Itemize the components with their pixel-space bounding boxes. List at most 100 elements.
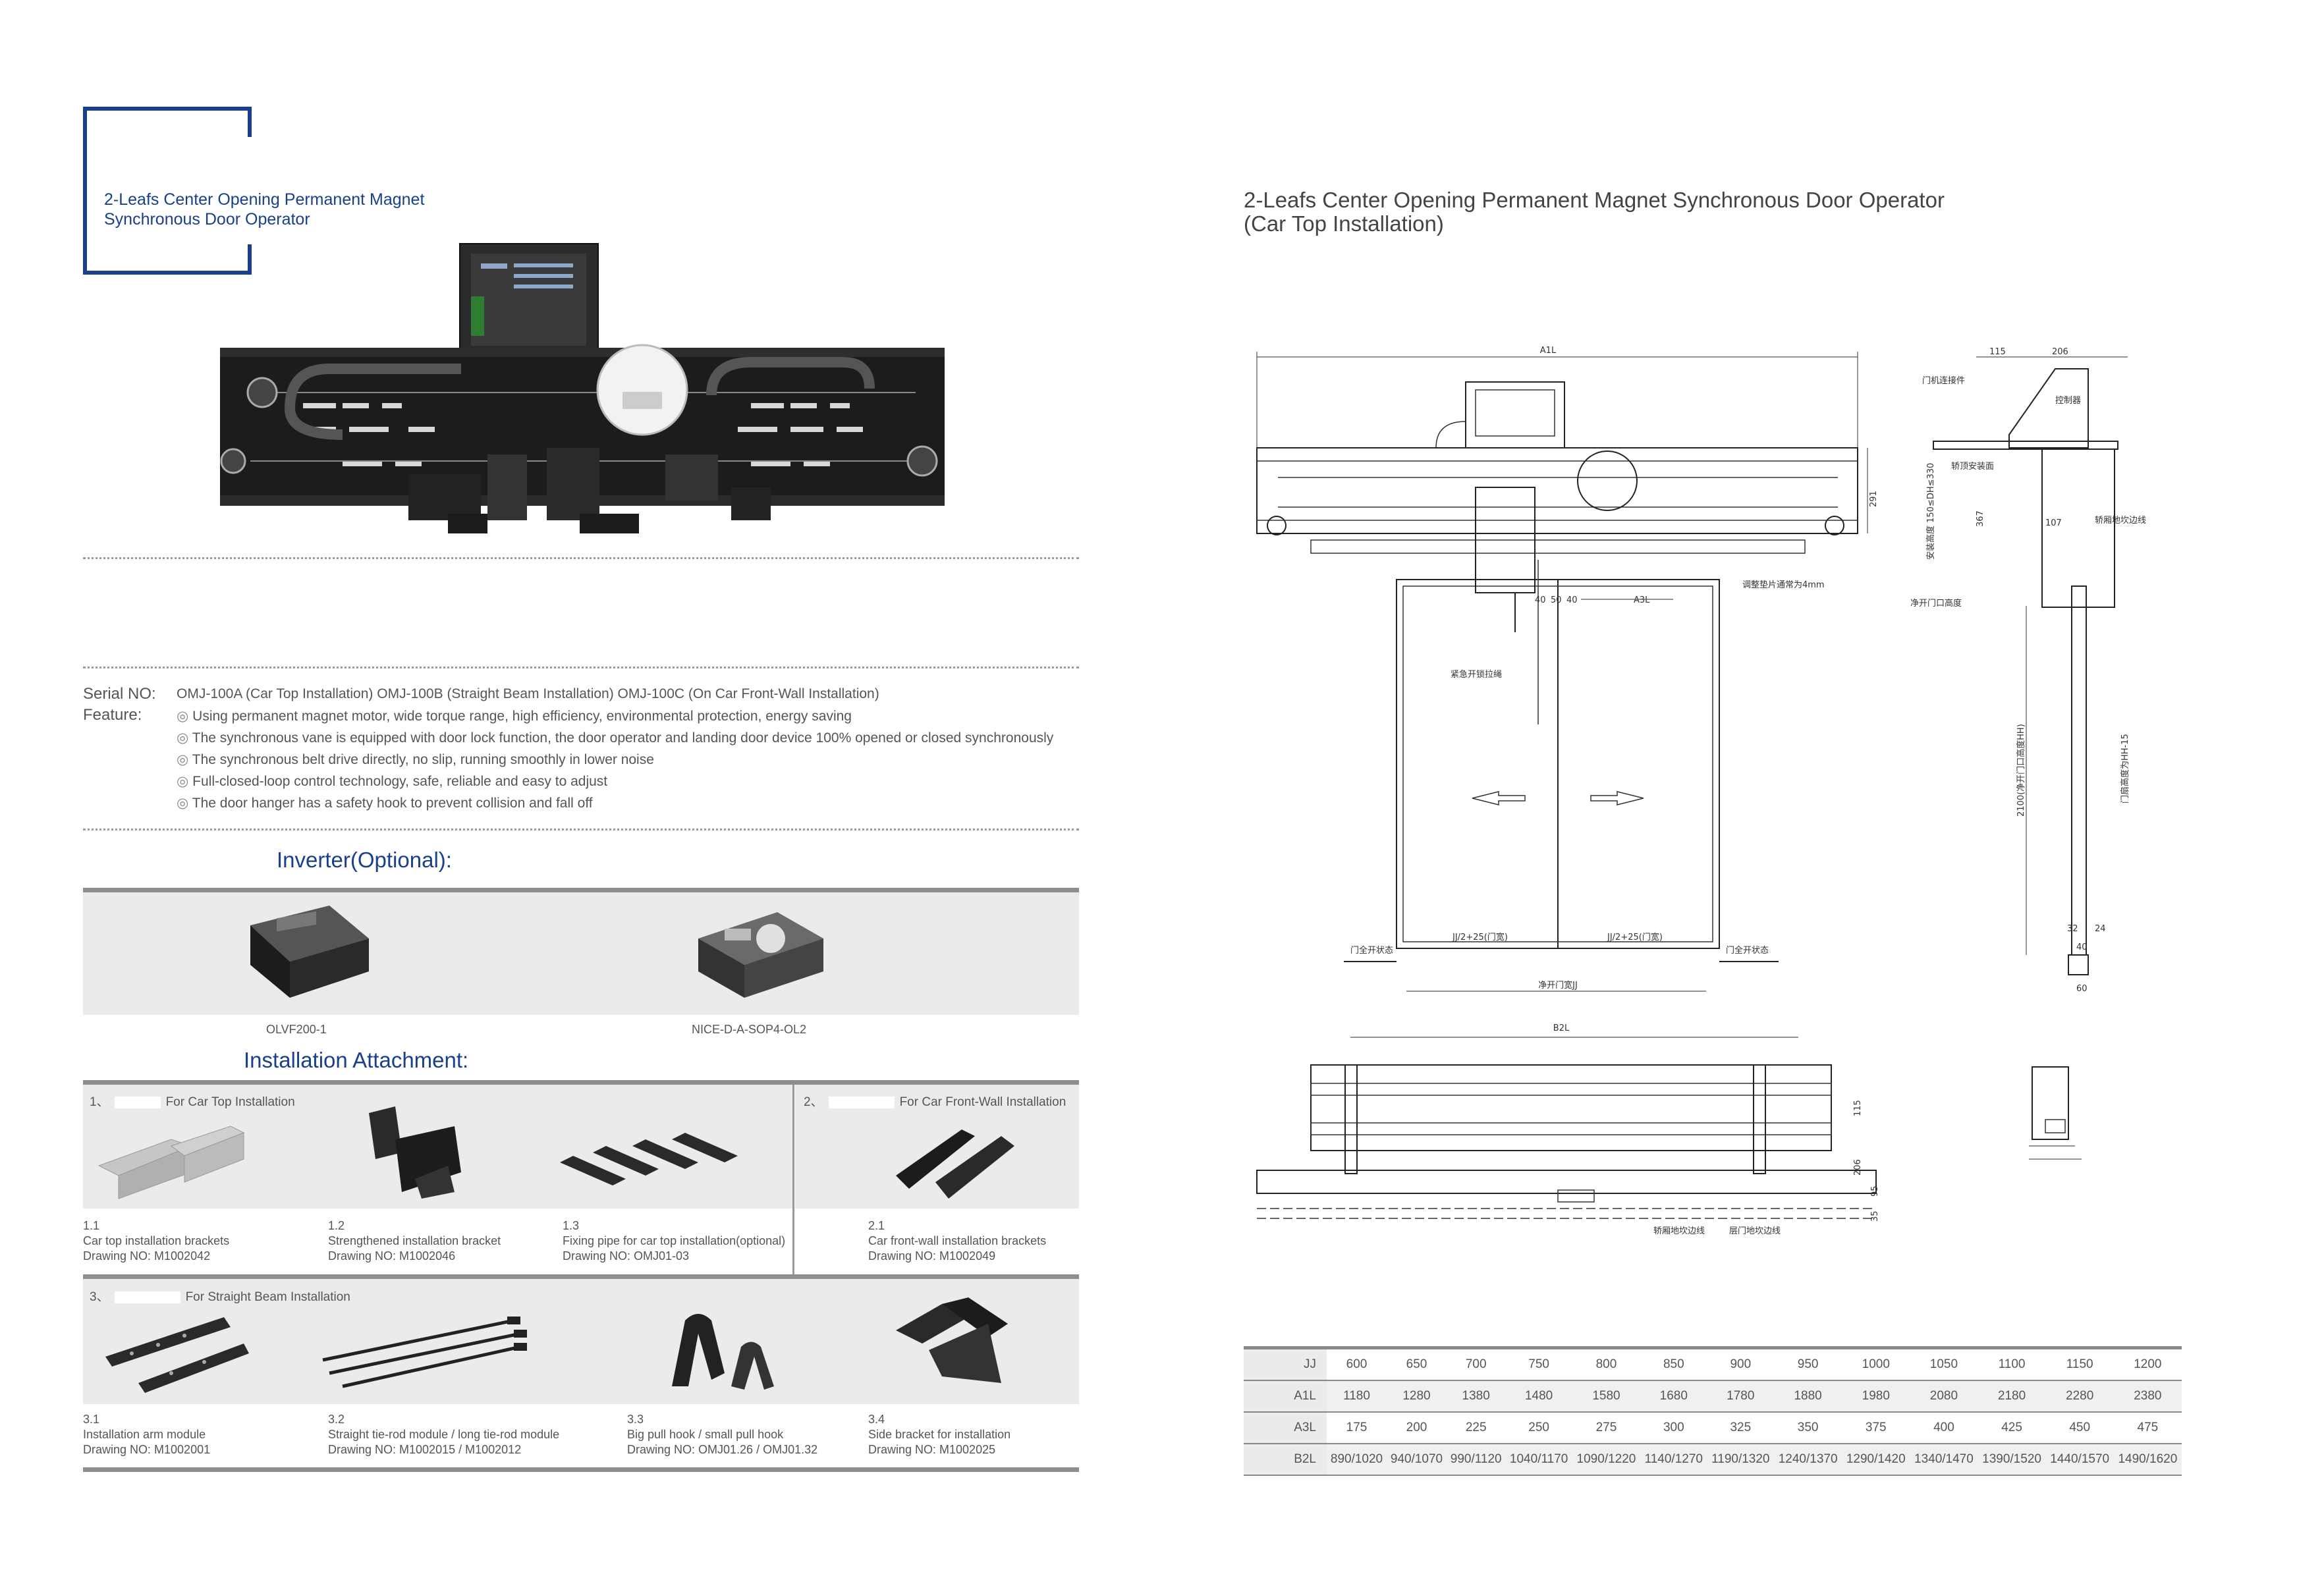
table-cell: 275 [1572,1412,1641,1444]
table-cell: 325 [1707,1412,1775,1444]
item-3-3-image [672,1314,774,1390]
dim-367: 367 [1976,510,1985,527]
car-bracket-label: 门机连接件 [1922,375,1965,386]
table-cell: 225 [1447,1412,1506,1444]
bullet-icon: ◎ [177,796,192,811]
caption-line: 3.3 [627,1413,644,1426]
feature-item: ◎ The door hanger has a safety hook to p… [177,795,593,811]
row-label: JJ [1244,1346,1327,1381]
group1-number: 1、 [90,1095,109,1109]
row-label: B2L [1244,1444,1327,1476]
table-cell: 250 [1505,1412,1572,1444]
group2-title: For Car Front-Wall Installation [899,1095,1066,1109]
serial-label: Serial NO: [83,685,156,703]
table-cell: 2180 [1978,1380,2046,1413]
table-cell: 475 [2113,1412,2182,1444]
table-cell: 750 [1505,1346,1572,1381]
table-cell: 400 [1910,1412,1978,1444]
table-cell: 700 [1447,1346,1506,1381]
row-label: A3L [1244,1412,1327,1444]
table-cell: 2080 [1910,1380,1978,1413]
table-cell: 940/1070 [1387,1444,1447,1476]
feature-item: ◎ The synchronous belt drive directly, n… [177,751,654,768]
controller-label: 控制器 [2055,396,2081,406]
dim-a3l: A3L [1634,595,1650,605]
feature-text: The synchronous belt drive directly, no … [192,752,654,767]
table-cell: 1240/1370 [1774,1444,1842,1476]
dim-40: 40 [1535,595,1546,605]
table-cell: 1490/1620 [2113,1444,2182,1476]
dim-32: 32 [2067,924,2078,934]
dim-40: 40 [2076,942,2088,952]
group3-header: 3、For Straight Beam Installation [90,1287,350,1305]
inverter-panel [83,892,1079,1015]
table-cell: 1390/1520 [1978,1444,2046,1476]
gap-note: 调整垫片通常为4mm [1742,580,1825,590]
item-3-4-image [896,1297,1008,1383]
caption-line: Fixing pipe for car top installation(opt… [563,1234,786,1247]
table-cell: 1480 [1505,1380,1572,1413]
group2-header: 2、For Car Front-Wall Installation [804,1092,1066,1110]
inverter-caption: NICE-D-A-SOP4-OL2 [692,1023,807,1036]
caption-line: Car front-wall installation brackets [868,1234,1047,1247]
table-cell: 1340/1470 [1910,1444,1978,1476]
dim-35: 35 [1870,1210,1880,1222]
group1-title: For Car Top Installation [165,1095,295,1109]
inverter-olvf200-image [250,906,369,998]
caption-line: 3.2 [328,1413,345,1426]
caption-line: Drawing NO: M1002025 [868,1443,996,1456]
feature-label: Feature: [83,706,142,724]
dotted-divider [83,666,1079,668]
dim-a1l: A1L [1540,346,1557,356]
caption-line: Drawing NO: M1002049 [868,1249,996,1263]
table-cell: 1140/1270 [1640,1444,1707,1476]
group-divider [792,1085,794,1276]
car-sill-label: 轿厢地坎边线 [1653,1226,1705,1236]
side-view-drawing: 115 206 门机连接件 控制器 轿顶安装面 107 轿厢地坎边线 净开门口高… [1910,347,2146,994]
item-1-3-image [560,1133,738,1185]
table-cell: 425 [1978,1412,2046,1444]
right-title: 2-Leafs Center Opening Permanent Magnet … [1244,188,1945,236]
door-open-left: 门全开状态 [1350,945,1393,956]
door-height-label: 门扇高度为HH-15 [2120,734,2130,803]
caption-line: Car top installation brackets [83,1234,230,1247]
door-open-right: 门全开状态 [1726,945,1769,956]
item-3-1-image [105,1317,249,1393]
table-cell: 1780 [1707,1380,1775,1413]
caption-line: Installation arm module [83,1428,206,1441]
inverter-nice-image [698,912,823,998]
caption-line: Straight tie-rod module / long tie-rod m… [328,1428,560,1441]
attachment-title: Installation Attachment: [244,1048,469,1072]
table-cell: 1040/1170 [1505,1444,1572,1476]
caption-line: 2.1 [868,1219,885,1232]
inverter-caption: OLVF200-1 [266,1023,327,1036]
bullet-icon: ◎ [177,752,192,767]
table-cell: 1880 [1774,1380,1842,1413]
right-title-line1: 2-Leafs Center Opening Permanent Magnet … [1244,188,1945,212]
sill-mount-label: 轿顶安装面 [1951,462,1994,472]
table-cell: 950 [1774,1346,1842,1381]
header-title: 2-Leafs Center Opening Permanent Magnet … [104,190,424,229]
table-cell: 1000 [1842,1346,1910,1381]
feature-item: ◎ Using permanent magnet motor, wide tor… [177,708,852,724]
bullet-icon: ◎ [177,774,193,789]
dim-60: 60 [2076,984,2088,994]
gray-rule [83,888,1079,892]
table-cell: 850 [1640,1346,1707,1381]
sill-section-detail [2029,1066,2082,1160]
table-cell: 1440/1570 [2045,1444,2114,1476]
dim-206: 206 [1853,1159,1863,1176]
caption-line: Side bracket for installation [868,1428,1011,1441]
dim-jj-half-right: JJ/2+25(门宽) [1607,932,1663,942]
dim-291: 291 [1869,491,1879,507]
inverter-title: Inverter(Optional): [277,848,452,872]
table-cell: 1090/1220 [1572,1444,1641,1476]
feature-item: ◎ The synchronous vane is equipped with … [177,730,1053,746]
